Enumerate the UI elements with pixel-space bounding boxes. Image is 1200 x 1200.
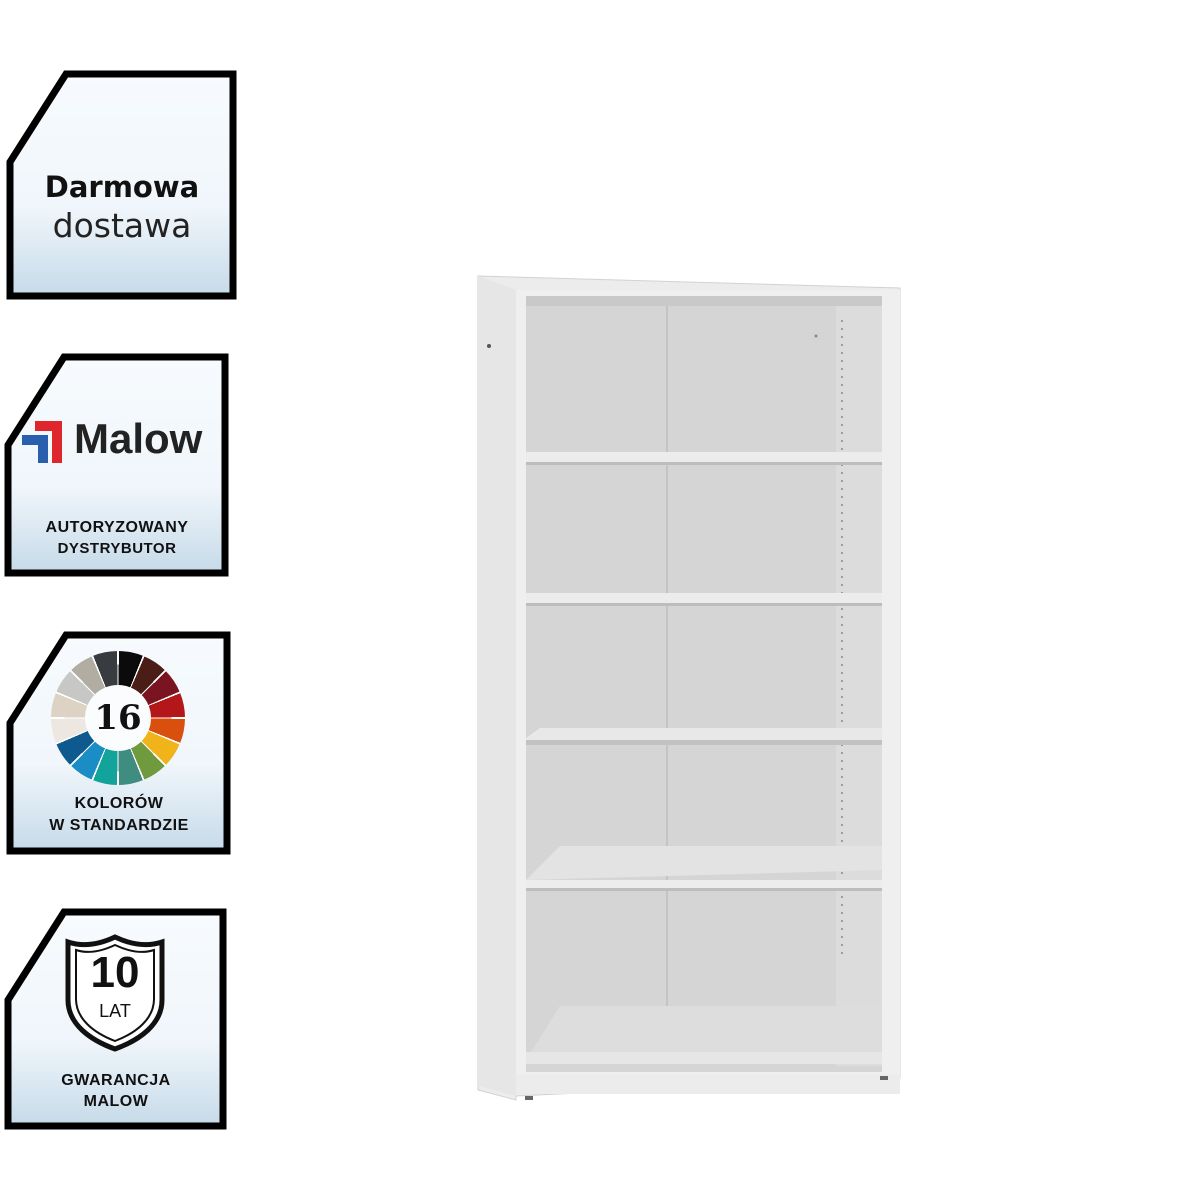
warranty-years: 10 <box>90 948 140 997</box>
warranty-line1: GWARANCJA <box>61 1072 171 1089</box>
shelf <box>526 452 882 465</box>
badge-frame <box>4 353 229 577</box>
warranty-badge: 10 LAT GWARANCJA MALOW <box>4 908 228 1132</box>
shelf <box>526 846 882 891</box>
distributor-line2: DYSTRYBUTOR <box>57 540 177 557</box>
metal-bookshelf-image <box>477 275 901 1101</box>
authorized-distributor-badge: Malow AUTORYZOWANY DYSTRYBUTOR <box>4 353 230 579</box>
colors-badge: 16 KOLORÓW W STANDARDZIE <box>6 631 232 857</box>
warranty-line2: MALOW <box>83 1093 149 1110</box>
shield-icon <box>65 934 165 1052</box>
shelf <box>526 593 882 606</box>
color-wheel-icon: 16 <box>51 651 185 785</box>
delivery-line1: Darmowa <box>44 170 200 204</box>
colors-line1: KOLORÓW <box>74 795 164 812</box>
warranty-unit: LAT <box>99 1001 131 1021</box>
color-count: 16 <box>85 685 151 751</box>
shelf <box>526 728 882 745</box>
colors-line2: W STANDARDZIE <box>49 817 189 834</box>
badge-frame <box>6 70 237 300</box>
delivery-line2: dostawa <box>52 206 192 245</box>
malow-logo-icon <box>22 421 62 463</box>
shelf-bottom <box>526 1006 882 1064</box>
brand-name: Malow <box>74 415 203 462</box>
free-delivery-badge: Darmowa dostawa <box>6 70 238 302</box>
distributor-line1: AUTORYZOWANY <box>45 519 189 536</box>
